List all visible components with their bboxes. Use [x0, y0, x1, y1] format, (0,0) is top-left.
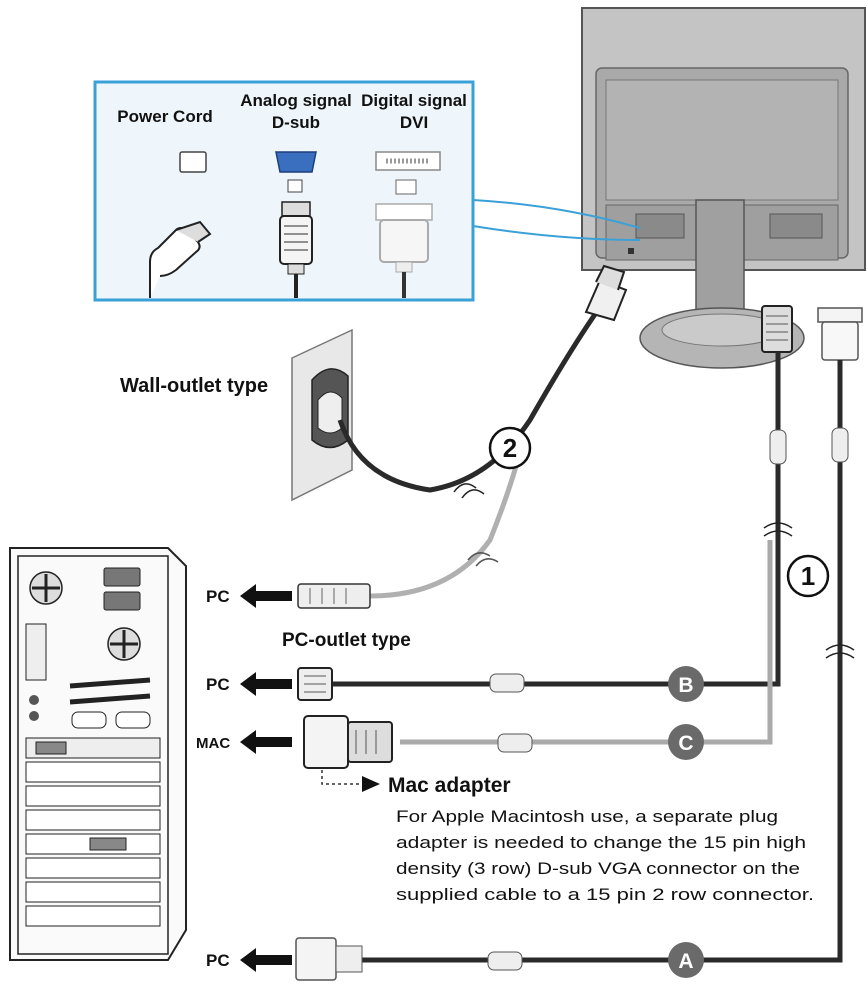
pc-arrow-b [240, 672, 292, 696]
cable-b-letter: B [678, 674, 693, 697]
mac-label: MAC [196, 735, 230, 752]
digital-signal-label: Digital signal [361, 91, 467, 110]
monitor-rear-view [581, 7, 866, 369]
mac-adapter-line-1: For Apple Macintosh use, a separate plug [396, 807, 778, 826]
power-cord-label: Power Cord [117, 107, 212, 126]
pc-label-a: PC [206, 951, 230, 970]
dvi-label: DVI [400, 113, 428, 132]
mac-adapter-line-3: density (3 row) D-sub VGA connector on t… [396, 859, 800, 878]
mac-arrow [240, 730, 292, 754]
mac-adapter-line-2: adapter is needed to change the 15 pin h… [396, 833, 806, 852]
analog-signal-label: Analog signal [240, 91, 351, 110]
power-socket-icon [179, 151, 207, 173]
dsub-label: D-sub [272, 113, 320, 132]
wall-outlet [291, 328, 353, 502]
cable-a-badge [668, 942, 704, 978]
cable-c-letter: C [678, 732, 693, 755]
dsub-cable-c [400, 540, 773, 745]
cable-b-badge [668, 666, 704, 702]
mac-adapter-line-4: supplied cable to a 15 pin 2 row connect… [396, 885, 814, 904]
dsub-port-icon [275, 151, 317, 193]
dvi-plug-icon [375, 203, 433, 298]
pc-arrow-a [240, 948, 292, 972]
dvi-port-icon [375, 151, 441, 195]
step-2-circle [488, 426, 532, 470]
step-1-number: 1 [801, 561, 815, 591]
mac-adapter-pointer [321, 770, 360, 785]
pc-dsub-plug-b [297, 667, 333, 701]
step-2-number: 2 [503, 433, 517, 463]
pc-tower [9, 547, 187, 961]
wall-outlet-type-label: Wall-outlet type [120, 375, 268, 397]
power-cable [337, 264, 628, 493]
cable-c-badge [668, 724, 704, 760]
connector-inset: Power Cord Analog signal D-sub Digital s… [93, 80, 641, 302]
monitor-dvi-connector [817, 307, 863, 361]
dsub-plug-icon [279, 201, 313, 298]
pc-label-power: PC [206, 587, 230, 606]
pc-label-b: PC [206, 675, 230, 694]
pc-outlet-power-cable [297, 451, 523, 609]
pc-dvi-plug-a [295, 937, 363, 981]
mac-adapter-title: Mac adapter [388, 774, 511, 797]
step-1-circle [786, 554, 830, 598]
cable-a-letter: A [678, 950, 693, 973]
power-plug-icon [149, 220, 212, 298]
monitor-dsub-connector [761, 305, 793, 353]
pc-outlet-type-label: PC-outlet type [282, 630, 411, 651]
pc-arrow-power [240, 584, 292, 608]
mac-adapter-plug [303, 715, 393, 769]
